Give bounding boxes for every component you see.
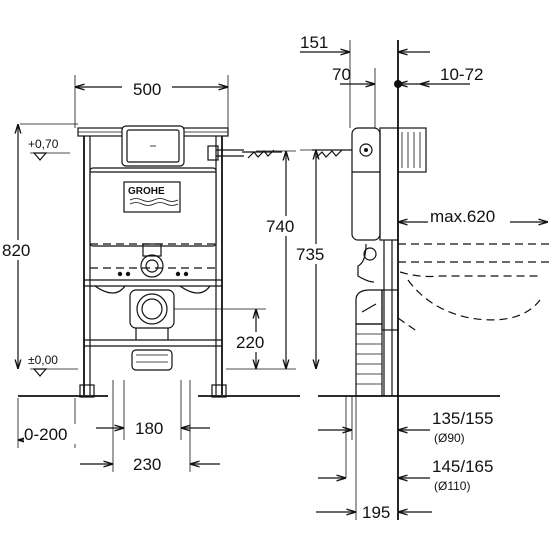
dim-820: 820 — [2, 241, 30, 260]
dim-735: 735 — [296, 245, 324, 264]
mounting-bolts — [117, 271, 189, 277]
dim-740: 740 — [266, 217, 294, 236]
level-mark-top-icon — [32, 152, 48, 161]
dim-180: 180 — [135, 419, 163, 438]
side-water-inlet-icon — [315, 149, 343, 159]
level-top: +0,70 — [28, 137, 59, 151]
dim-151: 151 — [300, 33, 328, 52]
dim-145-165: 145/165 — [432, 457, 493, 476]
dim-10-72: 10-72 — [440, 65, 483, 84]
dim-70: 70 — [332, 65, 351, 84]
dim-max-620: max.620 — [430, 207, 495, 226]
flush-outlet — [140, 254, 164, 278]
cistern-side — [351, 127, 381, 241]
dim-0-200: 0-200 — [24, 425, 67, 444]
dim-dia-90: (Ø90) — [434, 431, 465, 445]
water-inlet-icon — [247, 149, 275, 159]
dim-135-155: 135/155 — [432, 409, 493, 428]
dim-500-label: 500 — [133, 80, 161, 99]
dim-dia-110: (Ø110) — [434, 479, 470, 493]
level-mark-floor-icon — [32, 368, 48, 377]
front-view: 500 500 GROHE — [2, 75, 304, 474]
pivot-point — [394, 80, 402, 88]
drain-elbow — [355, 289, 383, 325]
level-floor: ±0,00 — [28, 353, 58, 367]
grohe-logo: GROHE — [123, 181, 181, 213]
cistern — [89, 167, 217, 247]
logo-text: GROHE — [128, 186, 165, 197]
dim-220: 220 — [236, 333, 264, 352]
side-view: 151 70 10-72 735 — [296, 33, 550, 522]
wall-bracket — [397, 127, 427, 173]
bowl-outline — [407, 279, 541, 321]
dim-195: 195 — [362, 503, 390, 522]
drain-downpipe — [355, 323, 383, 397]
dim-230: 230 — [133, 455, 161, 474]
